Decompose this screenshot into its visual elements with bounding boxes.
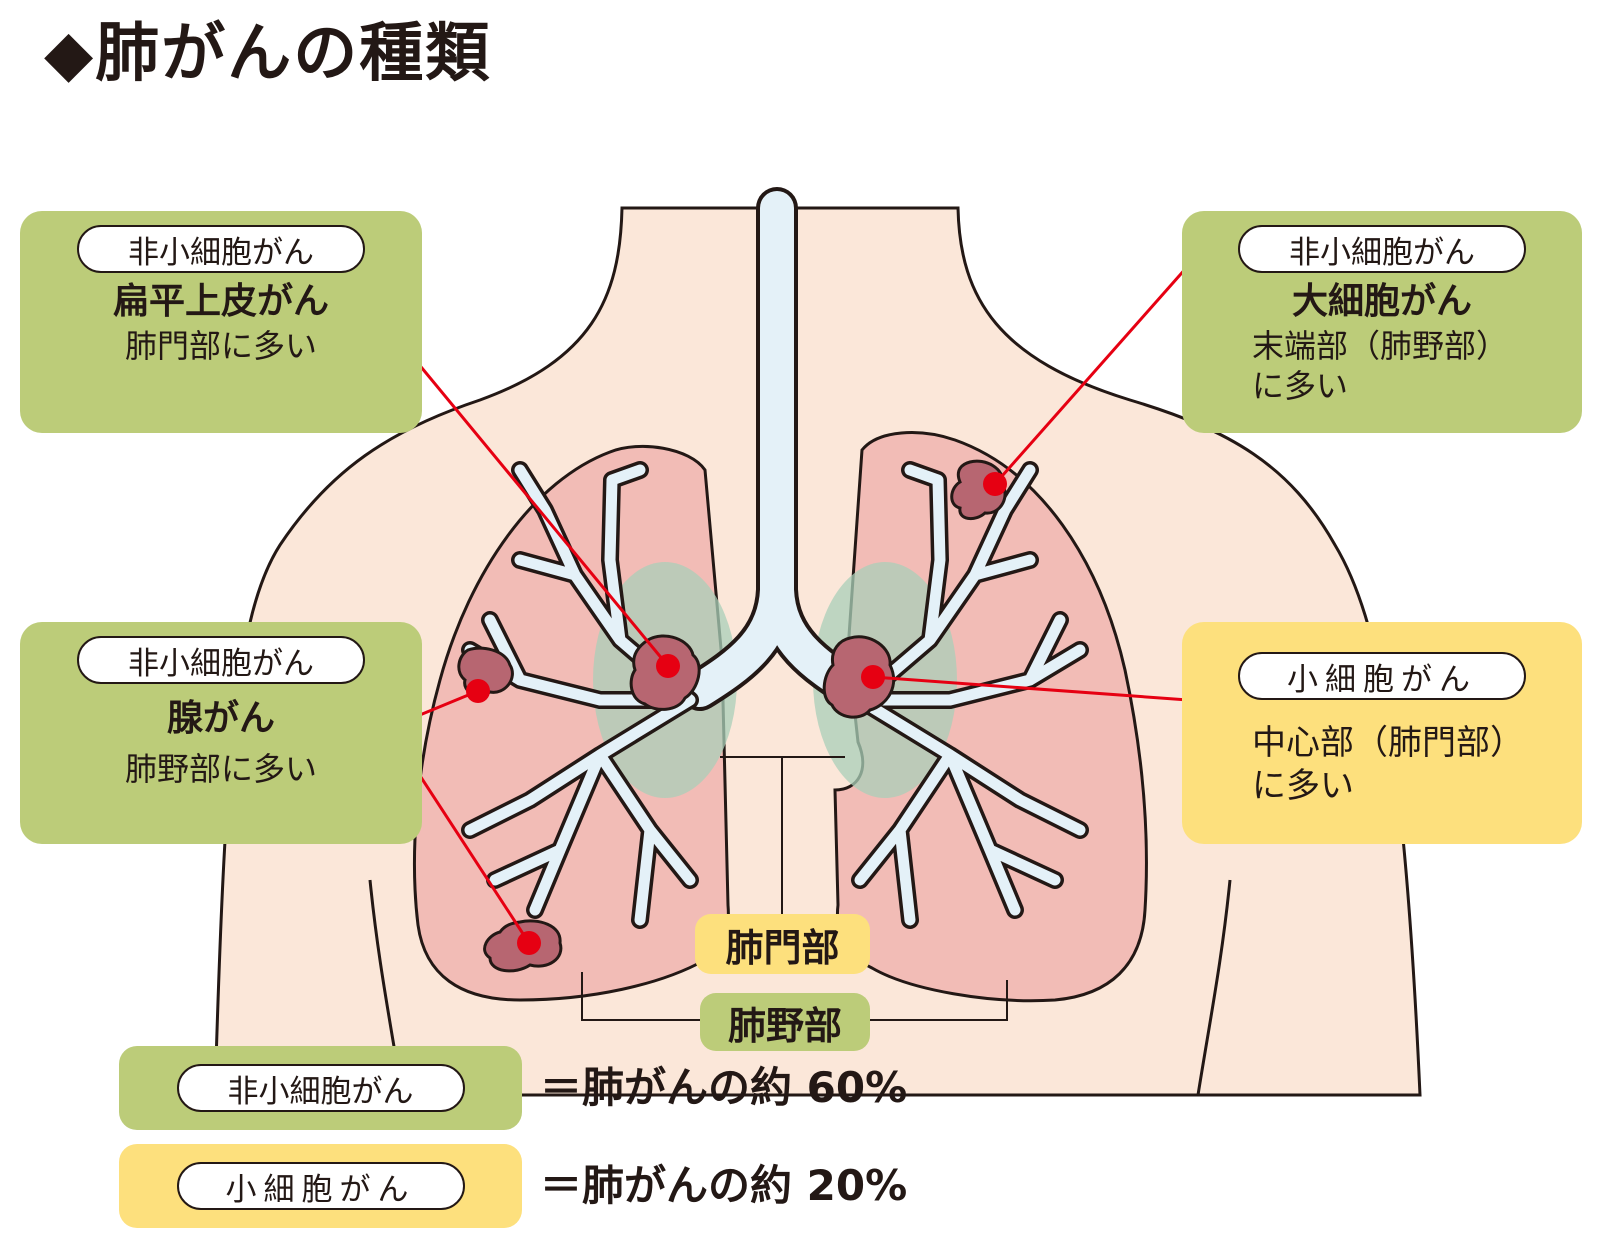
label-peripheral-region: 肺野部 <box>700 993 870 1051</box>
airways <box>461 187 1089 929</box>
location-note: 肺門部に多い <box>124 327 317 366</box>
cancer-type-name: 大細胞がん <box>1291 281 1472 322</box>
category-pill: 小細胞がん <box>1238 652 1526 700</box>
callout-small-cell: 小細胞がん 中心部（肺門部） に多い <box>1182 622 1582 844</box>
location-note-line1: 末端部（肺野部） <box>1252 327 1509 366</box>
label-hilar-region: 肺門部 <box>695 914 870 974</box>
location-note-line2: に多い <box>1252 765 1354 806</box>
callout-large-cell: 非小細胞がん 大細胞がん 末端部（肺野部） に多い <box>1182 211 1582 433</box>
pointer-lines <box>396 257 1197 944</box>
category-pill: 非小細胞がん <box>77 225 365 273</box>
callout-adeno: 非小細胞がん 腺がん 肺野部に多い <box>20 622 422 844</box>
marker-dots <box>466 472 1007 955</box>
location-note-line1: 中心部（肺門部） <box>1252 723 1524 763</box>
legend-non-small-cell-text: ＝肺がんの約 60% <box>540 1063 908 1112</box>
callout-squamous: 非小細胞がん 扁平上皮がん 肺門部に多い <box>20 211 422 433</box>
category-pill: 非小細胞がん <box>1238 225 1526 273</box>
legend-non-small-cell-box: 非小細胞がん <box>119 1046 522 1130</box>
legend-small-cell-pill: 小細胞がん <box>176 1162 465 1210</box>
category-pill: 非小細胞がん <box>77 636 365 684</box>
cancer-type-name: 腺がん <box>166 698 275 739</box>
tumor-small-cell <box>822 635 896 719</box>
cancer-type-name: 扁平上皮がん <box>112 281 329 322</box>
legend-non-small-cell-pill: 非小細胞がん <box>176 1064 465 1112</box>
location-note-line2: に多い <box>1252 367 1349 406</box>
region-bracket-lines <box>581 756 1008 1021</box>
location-note: 肺野部に多い <box>124 750 317 789</box>
legend-small-cell-box: 小細胞がん <box>119 1144 522 1228</box>
legend-small-cell-text: ＝肺がんの約 20% <box>540 1161 908 1210</box>
right-arm-line <box>1196 879 1232 1096</box>
page-title: ◆肺がんの種類 <box>44 17 492 91</box>
